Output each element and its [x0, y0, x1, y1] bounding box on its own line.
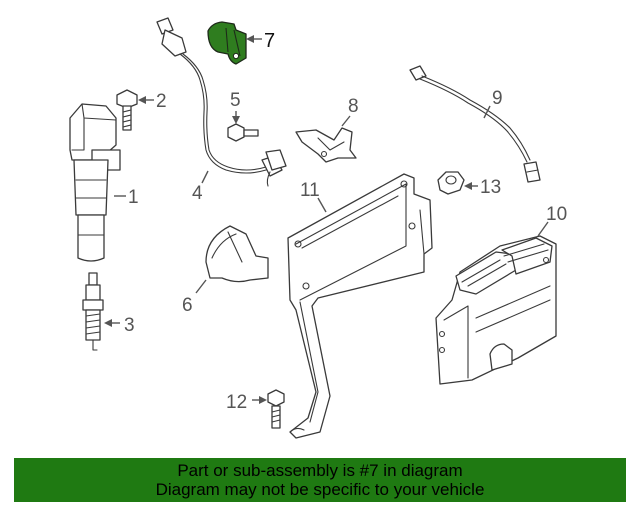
- bolt-part-2[interactable]: [116, 89, 138, 131]
- leader-4: [201, 170, 209, 184]
- arrow-5: [232, 116, 240, 124]
- bracket-part-7[interactable]: [207, 21, 247, 65]
- callout-6: 6: [182, 295, 193, 316]
- banner-line-part: Part or sub-assembly is #7 in diagram: [177, 461, 463, 480]
- callout-12: 12: [226, 392, 247, 413]
- spark-plug-part[interactable]: [82, 272, 104, 351]
- callout-8: 8: [348, 96, 359, 117]
- callout-9: 9: [492, 88, 503, 109]
- mounting-bracket-part[interactable]: [287, 173, 433, 439]
- bolt-part-5[interactable]: [227, 123, 259, 142]
- callout-4: 4: [192, 183, 203, 204]
- sensor-wire-part[interactable]: [156, 17, 287, 187]
- cover-part-6[interactable]: [205, 225, 269, 283]
- leader-10: [537, 221, 549, 237]
- callout-11: 11: [300, 180, 320, 201]
- banner-line-disclaimer: Diagram may not be specific to your vehi…: [155, 480, 485, 499]
- callout-1: 1: [128, 187, 139, 208]
- leader-11: [317, 197, 327, 213]
- leader-6: [195, 279, 207, 294]
- callout-3: 3: [124, 315, 135, 336]
- leader-8: [341, 115, 351, 127]
- bolt-part-12[interactable]: [267, 389, 285, 429]
- callout-2: 2: [156, 91, 167, 112]
- nut-part-13[interactable]: [437, 171, 465, 195]
- arrow-12: [259, 396, 267, 404]
- ecu-part[interactable]: [435, 235, 557, 385]
- arrow-3: [104, 319, 112, 327]
- leader-9: [483, 105, 491, 119]
- parts-diagram: 1 2 3 4 5 6: [69, 17, 567, 439]
- arrow-7: [246, 35, 254, 43]
- callout-10: 10: [546, 204, 567, 225]
- notice-banner: Part or sub-assembly is #7 in diagram Di…: [14, 458, 626, 502]
- callout-7: 7: [264, 30, 275, 52]
- callout-13: 13: [480, 177, 501, 198]
- callout-5: 5: [230, 90, 241, 111]
- connector-cable-part[interactable]: [409, 65, 541, 183]
- arrow-2: [138, 96, 146, 104]
- bracket-part-8[interactable]: [295, 127, 357, 163]
- ignition-coil-part[interactable]: [69, 103, 121, 262]
- arrow-13: [464, 182, 472, 190]
